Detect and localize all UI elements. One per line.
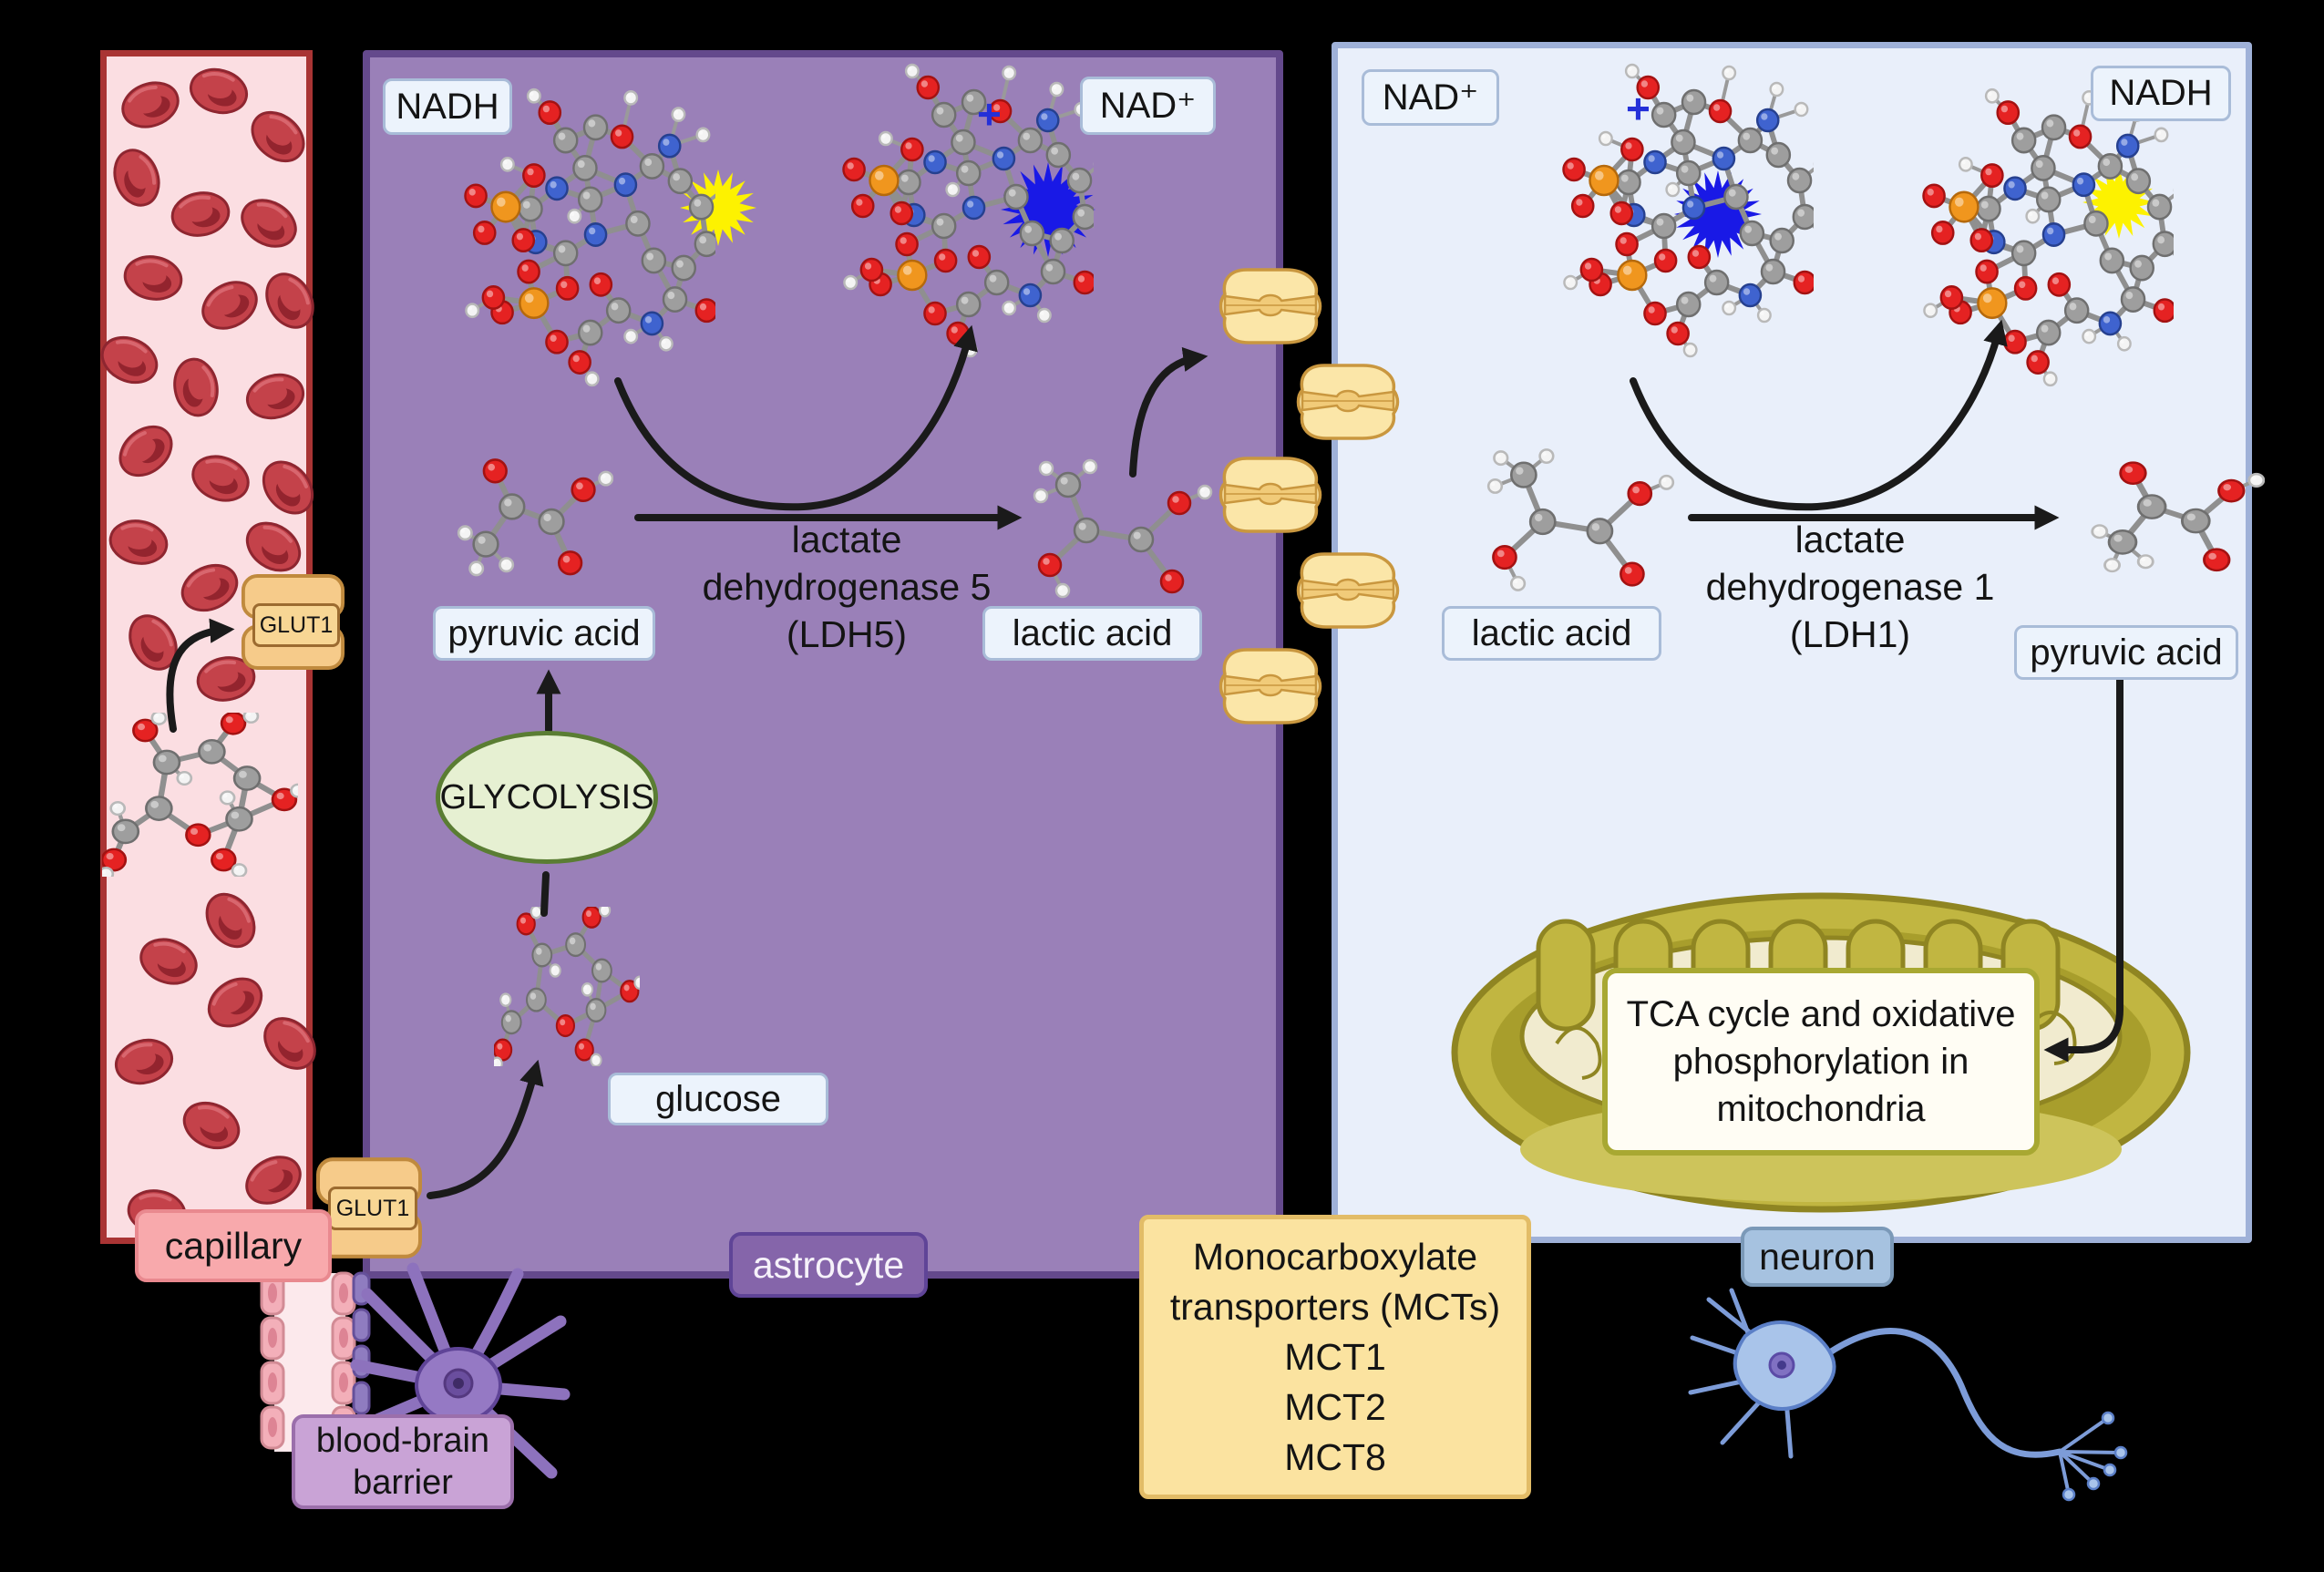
red-blood-cell xyxy=(114,1038,174,1085)
ldh1-line3: (LDH1) xyxy=(1789,613,1911,655)
lactic-acid-molecule-neuron xyxy=(1486,448,1675,591)
red-blood-cell xyxy=(263,1017,316,1070)
lactic-acid-label-neuron: lactic acid xyxy=(1442,606,1661,661)
red-blood-cell xyxy=(191,455,250,502)
mct-box-item-mct8: MCT8 xyxy=(1284,1435,1386,1478)
glut1-label-bottom: GLUT1 xyxy=(328,1187,417,1230)
neuron-tag: neuron xyxy=(1741,1227,1894,1287)
pyruvic-acid-label-astrocyte: pyruvic acid xyxy=(433,606,655,661)
blood-brain-barrier-tag: blood-brain barrier xyxy=(292,1414,514,1509)
bbb-line1: blood-brain xyxy=(315,1422,490,1460)
nad-plus-sign-astrocyte: + xyxy=(977,90,1002,138)
nad-label-astrocyte: NAD⁺ xyxy=(1080,77,1216,135)
mct-transporter-icon xyxy=(1219,457,1322,533)
bbb-line2: barrier xyxy=(353,1464,453,1502)
nad-plus-sign-neuron: + xyxy=(1626,85,1650,132)
astrocyte-tag: astrocyte xyxy=(729,1232,928,1298)
capillary-tag: capillary xyxy=(135,1209,332,1282)
ldh5-line3: (LDH5) xyxy=(786,613,908,655)
ldh1-line1: lactate xyxy=(1794,519,1906,560)
red-blood-cell xyxy=(139,938,198,985)
yellow-starburst-icon xyxy=(680,170,756,246)
ldh5-line2: dehydrogenase 5 xyxy=(702,566,992,608)
red-blood-cell xyxy=(189,67,249,115)
red-blood-cell xyxy=(113,149,160,207)
lactic-acid-molecule-astrocyte xyxy=(1033,458,1213,599)
glucose-molecule-astrocyte xyxy=(494,907,640,1066)
red-blood-cell xyxy=(173,357,219,417)
red-blood-cell xyxy=(182,1101,241,1150)
red-blood-cell xyxy=(241,199,297,248)
mct-box-item-mct1: MCT1 xyxy=(1284,1335,1386,1378)
nad-molecule-astrocyte xyxy=(842,63,1094,358)
nadh-molecule-astrocyte xyxy=(464,87,715,387)
pyruvic-acid-molecule-neuron xyxy=(2091,461,2265,573)
mct-transporter-icon xyxy=(1296,364,1400,440)
mct-transporter-icon xyxy=(1219,648,1322,724)
red-blood-cell xyxy=(180,563,239,612)
glucose-molecule-capillary xyxy=(102,713,298,877)
red-blood-cell xyxy=(196,656,256,702)
tca-line3: mitochondria xyxy=(1716,1089,1926,1129)
mct-box-line1: Monocarboxylate xyxy=(1192,1235,1478,1278)
tca-cycle-box: TCA cycle and oxidative phosphorylation … xyxy=(1602,968,2040,1156)
nadh-molecule-neuron xyxy=(1922,87,2174,387)
red-blood-cell xyxy=(201,281,258,330)
red-blood-cell xyxy=(121,81,180,128)
pyruvic-acid-label-neuron: pyruvic acid xyxy=(2014,625,2238,680)
blue-starburst-icon xyxy=(1674,170,1762,258)
red-blood-cell xyxy=(245,1156,302,1205)
red-blood-cell xyxy=(123,255,183,301)
glut1-label-top: GLUT1 xyxy=(252,603,340,647)
neuron-cell-illustration xyxy=(1688,1288,2128,1502)
red-blood-cell xyxy=(170,191,231,237)
red-blood-cell xyxy=(118,425,173,478)
arrow-nadh-to-nad-astrocyte xyxy=(614,324,978,511)
nad-molecule-neuron xyxy=(1562,63,1814,358)
tca-line2: phosphorylation in xyxy=(1672,1042,1969,1082)
red-blood-cell xyxy=(245,521,302,572)
arrow-lactic-acid-to-mct xyxy=(1129,346,1208,478)
nadh-label-astrocyte: NADH xyxy=(383,78,512,135)
ldh1-enzyme-text: lactate dehydrogenase 1 (LDH1) xyxy=(1654,516,2046,658)
ldh5-line1: lactate xyxy=(791,519,902,560)
red-blood-cell xyxy=(262,460,314,515)
nad-label-neuron: NAD⁺ xyxy=(1362,69,1499,126)
red-blood-cell xyxy=(129,614,178,671)
mct-transporter-icon xyxy=(1296,552,1400,629)
blue-starburst-icon xyxy=(1001,162,1095,257)
arrow-pyruvic-acid-to-mitochondria xyxy=(2043,674,2123,1063)
red-blood-cell xyxy=(245,373,305,420)
mct-box-item-mct2: MCT2 xyxy=(1284,1385,1386,1428)
red-blood-cell xyxy=(100,335,159,385)
nadh-label-neuron: NADH xyxy=(2091,66,2231,121)
ldh5-enzyme-text: lactate dehydrogenase 5 (LDH5) xyxy=(651,516,1043,658)
glucose-label-astrocyte: glucose xyxy=(608,1073,828,1125)
red-blood-cell xyxy=(251,110,305,163)
arrow-glucose-to-glut1 xyxy=(166,618,235,733)
red-blood-cell xyxy=(108,519,169,565)
glycolysis-ellipse: GLYCOLYSIS xyxy=(436,731,658,864)
arrow-nad-to-nadh-neuron xyxy=(1630,319,2008,511)
pyruvic-acid-molecule-astrocyte xyxy=(457,458,613,577)
tca-line1: TCA cycle and oxidative xyxy=(1626,994,2016,1034)
arrow-glut1-to-glucose xyxy=(427,1059,544,1199)
lactic-acid-label-astrocyte: lactic acid xyxy=(982,606,1202,661)
ldh1-line2: dehydrogenase 1 xyxy=(1705,566,1995,608)
red-blood-cell xyxy=(265,272,314,329)
red-blood-cell xyxy=(205,892,256,949)
mct-info-box: Monocarboxylate transporters (MCTs) MCT1… xyxy=(1139,1215,1531,1499)
arrow-glucose-to-glycolysis xyxy=(540,871,550,917)
mct-box-line2: transporters (MCTs) xyxy=(1169,1285,1501,1328)
mct-transporter-icon xyxy=(1219,268,1322,344)
red-blood-cell xyxy=(207,977,263,1028)
